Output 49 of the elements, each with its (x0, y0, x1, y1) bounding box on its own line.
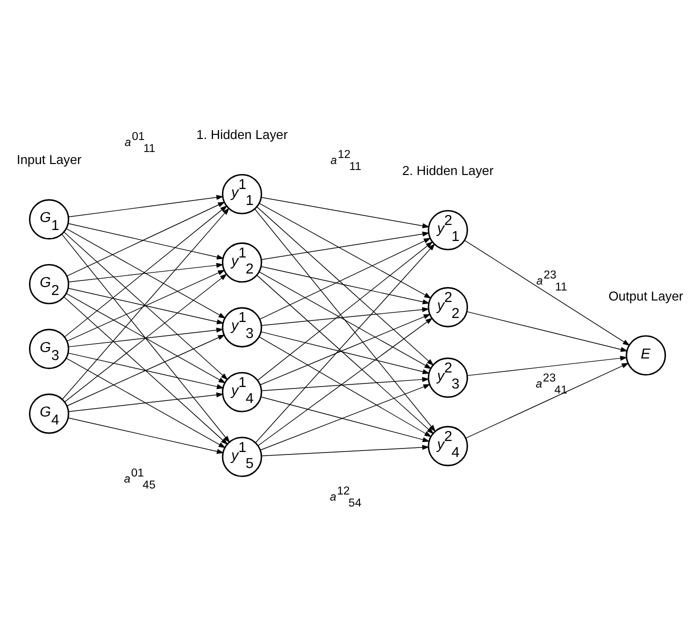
arrow (64, 296, 228, 444)
arrow (68, 194, 224, 217)
arrow (68, 327, 224, 347)
arrow (261, 376, 430, 391)
arrow (260, 231, 430, 260)
arrow (258, 270, 432, 368)
arrow (64, 273, 228, 402)
label: 1. Hidden Layer (196, 126, 288, 142)
arrow (66, 292, 226, 383)
arrow (465, 362, 629, 438)
label: 2. Hidden Layer (402, 162, 494, 178)
arrow (261, 306, 430, 326)
arrow (66, 357, 226, 448)
arrow (260, 313, 431, 385)
arrow (260, 196, 430, 228)
arrow (64, 231, 228, 380)
arrow (464, 240, 630, 346)
arrow (66, 201, 226, 276)
arrow (255, 243, 436, 443)
arrow (254, 208, 436, 432)
arrow (257, 240, 433, 380)
arrow (64, 204, 228, 337)
arrow (258, 317, 433, 446)
arrow (66, 228, 226, 318)
arrow (260, 266, 430, 304)
node-circle: E (626, 334, 666, 376)
arrow (68, 287, 224, 324)
arrow (466, 310, 628, 352)
arrow (66, 334, 226, 406)
arrow (259, 202, 432, 298)
arrow (68, 262, 224, 282)
arrow (260, 330, 430, 374)
arrow (467, 355, 628, 376)
arrow (260, 384, 431, 450)
arrow (256, 206, 434, 366)
arrow (62, 207, 230, 400)
arrow (68, 222, 224, 260)
arrow (66, 269, 226, 341)
label: Output Layer (608, 288, 684, 303)
arrow (68, 352, 224, 389)
arrow (261, 444, 430, 456)
arrow (258, 336, 432, 437)
arrow (259, 237, 431, 320)
arrow (260, 396, 430, 442)
arrow (68, 416, 224, 454)
label: Input Layer (16, 152, 82, 167)
arrow (61, 233, 230, 442)
arrow (68, 392, 224, 412)
arrow (256, 274, 434, 434)
